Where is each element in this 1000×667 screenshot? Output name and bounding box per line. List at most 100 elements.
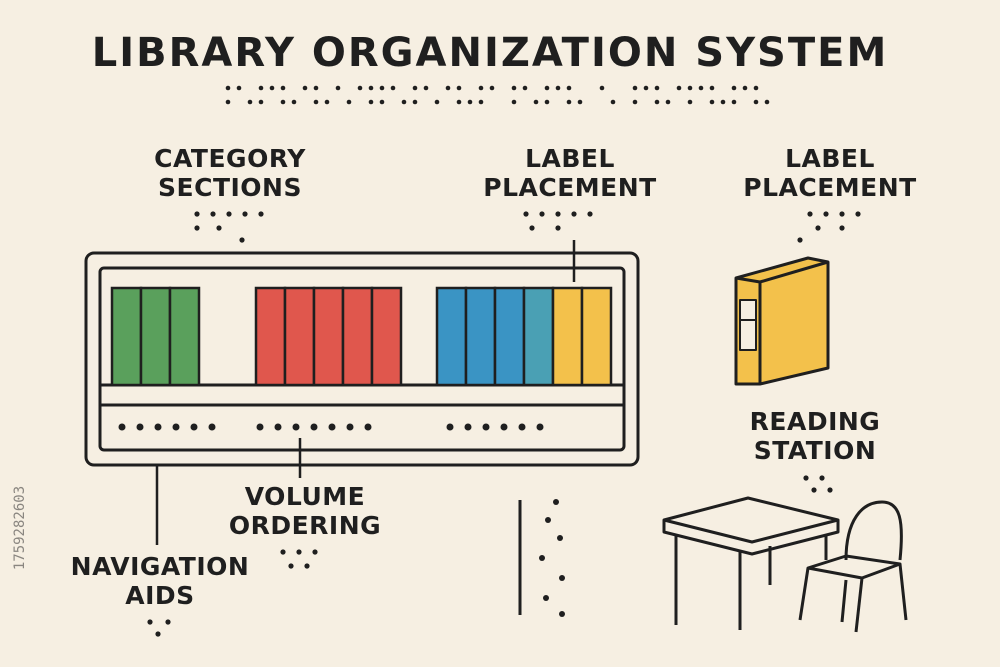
title-braille-dot	[478, 85, 484, 91]
title-braille-dot	[709, 99, 715, 105]
standalone-book-icon	[734, 256, 830, 386]
label-braille-dot	[811, 487, 817, 493]
book-blue	[435, 286, 468, 387]
title-braille-dot	[258, 99, 264, 105]
title-braille-dot	[236, 85, 242, 91]
title-braille-dot	[280, 99, 286, 105]
title-braille-dots	[225, 85, 770, 105]
title-braille-dot	[511, 99, 517, 105]
title-braille-dot	[698, 85, 704, 91]
title-braille-dot	[753, 99, 759, 105]
book-blue	[522, 286, 555, 387]
title-braille-dot	[324, 99, 330, 105]
shelf-navigation-dots	[118, 423, 544, 431]
title-braille-dot	[632, 85, 638, 91]
label-braille-dot	[226, 211, 232, 217]
label-line: LABEL	[525, 144, 615, 173]
title-braille-dot	[467, 99, 473, 105]
label-braille-dot	[855, 211, 861, 217]
title-braille-dot	[610, 99, 616, 105]
shelf-nav-dot	[256, 423, 264, 431]
label-braille-dot	[155, 631, 161, 637]
title-braille-dot	[280, 85, 286, 91]
label-braille-dot	[815, 225, 821, 231]
title-braille-dot	[599, 85, 605, 91]
label-braille-dot	[529, 225, 535, 231]
column-braille-dot	[545, 517, 551, 523]
shelf-nav-dot	[172, 423, 180, 431]
title-braille-dot	[412, 99, 418, 105]
title-braille-dot	[445, 85, 451, 91]
shelf-nav-dot	[346, 423, 354, 431]
label-braille-dot	[242, 211, 248, 217]
label-braille-dot	[194, 211, 200, 217]
label-braille-dot	[797, 237, 803, 243]
label-braille-dot	[288, 563, 294, 569]
title-braille-dot	[665, 99, 671, 105]
title-braille-dot	[687, 99, 693, 105]
book-blue	[464, 286, 497, 387]
title-braille-dot	[478, 99, 484, 105]
shelf-nav-dot	[500, 423, 508, 431]
title-braille-dot	[731, 99, 737, 105]
title-braille-dot	[764, 99, 770, 105]
title-braille-dot	[566, 85, 572, 91]
diagram-title: LIBRARY ORGANIZATION SYSTEM	[91, 30, 889, 76]
title-braille-dot	[225, 85, 231, 91]
pointer-lines	[155, 240, 576, 615]
title-braille-dot	[401, 99, 407, 105]
title-braille-dot	[522, 85, 528, 91]
title-braille-dot	[258, 85, 264, 91]
label-line: LABEL	[785, 144, 875, 173]
title-braille-dot	[269, 85, 275, 91]
shelf-nav-dot	[274, 423, 282, 431]
column-braille-dot	[559, 611, 565, 617]
column-braille-dot	[557, 535, 563, 541]
shelf-nav-dot	[446, 423, 454, 431]
book-red	[341, 286, 374, 387]
shelf-outer-frame	[84, 251, 640, 467]
label-braille-dot	[555, 225, 561, 231]
title-braille-dot	[291, 99, 297, 105]
label-braille-dot	[555, 211, 561, 217]
title-braille-dot	[346, 99, 352, 105]
column-braille-dot	[553, 499, 559, 505]
shelf-nav-dot	[536, 423, 544, 431]
label-braille-dot	[839, 211, 845, 217]
label-braille-dot	[807, 211, 813, 217]
label-braille-dot	[210, 211, 216, 217]
label-braille-dot	[216, 225, 222, 231]
chair-icon	[798, 500, 908, 633]
title-braille-dot	[379, 99, 385, 105]
label-line: READING	[749, 407, 881, 436]
column-braille-dot	[539, 555, 545, 561]
label-braille-dot	[147, 619, 153, 625]
title-braille-dot	[643, 85, 649, 91]
label-navigation-aids: NAVIGATION AIDS	[55, 552, 265, 611]
label-placement-shelf: LABEL PLACEMENT	[460, 144, 680, 203]
title-braille-dot	[720, 99, 726, 105]
title-braille-dot	[412, 85, 418, 91]
label-reading-station: READING STATION	[705, 407, 925, 466]
label-line: CATEGORY	[154, 144, 306, 173]
title-braille-dot	[302, 85, 308, 91]
label-braille-dot	[823, 211, 829, 217]
title-braille-dot	[555, 85, 561, 91]
title-braille-dot	[566, 99, 572, 105]
title-braille-dot	[456, 85, 462, 91]
title-braille-dot	[654, 85, 660, 91]
label-line: SECTIONS	[158, 172, 302, 202]
label-braille-dot	[819, 475, 825, 481]
title-braille-dot	[632, 99, 638, 105]
book-yellow	[580, 286, 613, 387]
shelf-nav-dot	[292, 423, 300, 431]
label-braille-dot	[827, 487, 833, 493]
label-braille-dot	[280, 549, 286, 555]
label-braille-dot	[523, 211, 529, 217]
title-braille-dot	[423, 85, 429, 91]
title-braille-dot	[654, 99, 660, 105]
label-line: PLACEMENT	[743, 172, 917, 202]
shelf-books	[110, 286, 613, 387]
label-braille-dot	[194, 225, 200, 231]
